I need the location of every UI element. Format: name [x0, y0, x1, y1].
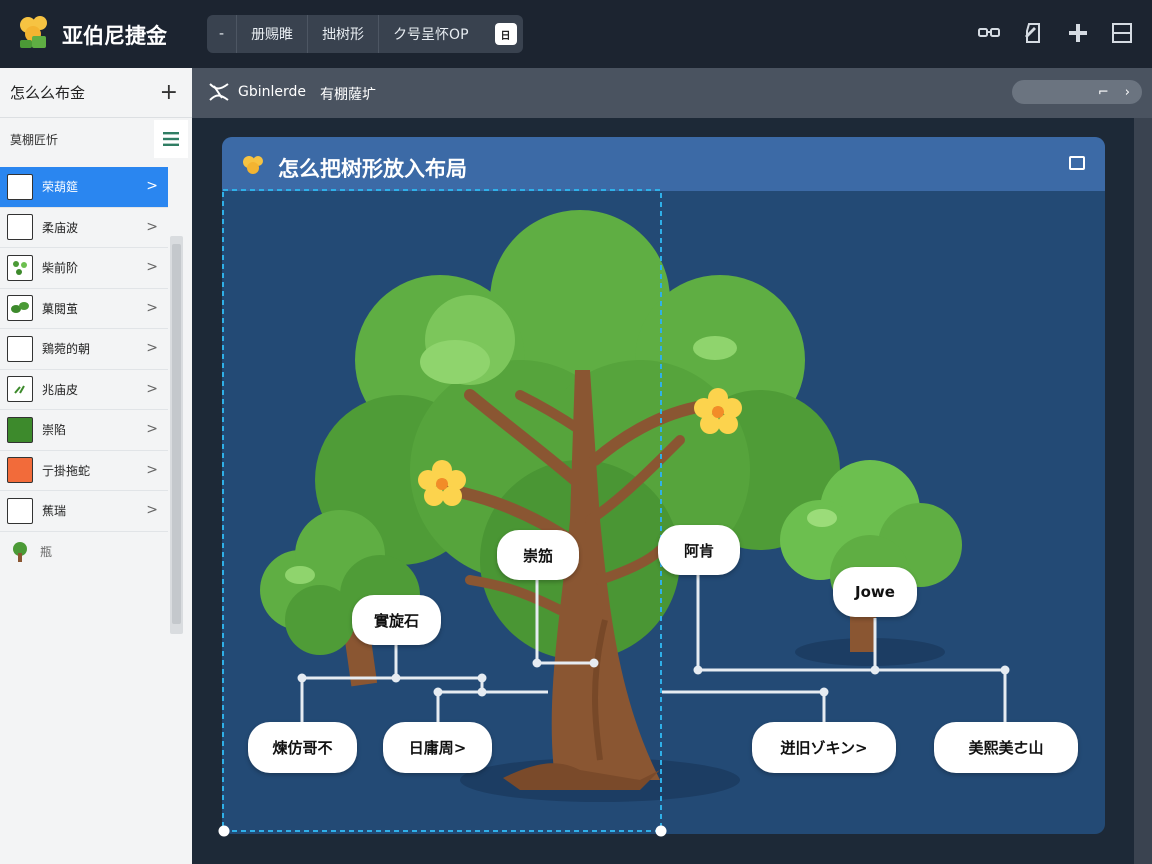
- sidebar-item-label: 兆庙皮: [42, 382, 79, 397]
- chevron-right-icon: >: [146, 502, 158, 518]
- sidebar-item-5[interactable]: 鶏菀的朝 >: [0, 329, 168, 370]
- tree-icon: [13, 541, 27, 562]
- maximize-icon[interactable]: [1069, 156, 1085, 170]
- navigation-pill[interactable]: ⌐ ›: [1012, 80, 1142, 104]
- sidebar-item-9[interactable]: 蕉瑞 >: [0, 491, 168, 532]
- chevron-right-icon: >: [146, 259, 158, 275]
- orange-square-icon: [7, 457, 33, 484]
- add-item-button[interactable]: +: [159, 80, 178, 105]
- selection-box[interactable]: [222, 189, 662, 832]
- calendar-icon[interactable]: 日: [494, 23, 517, 45]
- tree-node-1[interactable]: 崇笳: [497, 530, 579, 580]
- sidebar-item-label: 蕉瑞: [42, 504, 67, 519]
- tree-node-2[interactable]: 阿肯: [658, 525, 740, 575]
- flower-icon: [694, 388, 742, 434]
- canvas-scrollbar[interactable]: [1134, 118, 1152, 864]
- sidebar-list: 荣葫筵 > 柔庙波 > 柴前阶 > 菓閱茧 > 鶏菀的朝 >: [0, 167, 168, 572]
- app-logo-icon: [20, 16, 47, 48]
- tree-node-6[interactable]: 日庸周>: [383, 722, 492, 773]
- sidebar-item-2[interactable]: 柔庙波 >: [0, 208, 168, 248]
- layout-icon[interactable]: [1109, 20, 1135, 46]
- tree-node-7[interactable]: 迸旧ゾキン>: [752, 722, 896, 773]
- chevron-right-icon: >: [146, 340, 158, 356]
- tree-node-3[interactable]: Jowe: [833, 567, 917, 617]
- sidebar-item-label: 荣葫筵: [42, 180, 79, 195]
- toolbar-item-2[interactable]: 拙树形: [307, 15, 378, 53]
- sidebar-scrollbar-thumb[interactable]: [172, 244, 181, 624]
- chevron-right-icon: >: [146, 218, 158, 235]
- sidebar-subtitle: 莫棚匠忻: [10, 132, 59, 147]
- sidebar-item-6[interactable]: 兆庙皮 >: [0, 370, 168, 410]
- content-name: Gbinlerde: [238, 84, 307, 100]
- tree-node-5[interactable]: 煉仿哥不: [248, 722, 357, 773]
- add-icon[interactable]: [1065, 20, 1091, 46]
- sprout-icon: [7, 376, 33, 403]
- chevron-right-icon: >: [146, 299, 158, 316]
- main-tree-trunk: [444, 370, 716, 790]
- sidebar-item-label: 柔庙波: [42, 220, 79, 235]
- chevron-right-icon[interactable]: ›: [1124, 84, 1130, 100]
- menu-icon[interactable]: [154, 120, 188, 158]
- sidebar: 怎么么布金 + 莫棚匠忻 荣葫筵 > 柔庙波 > 柴前阶 >: [0, 68, 192, 864]
- chevron-right-icon: >: [146, 461, 158, 478]
- connector-joints: [297, 658, 1010, 697]
- tree-node-8[interactable]: 美熙美ㄜ山: [934, 722, 1078, 773]
- connector-lines: [300, 575, 1007, 722]
- sidebar-scrollbar[interactable]: [170, 236, 183, 634]
- top-bar: 亚伯尼捷金 - 册赐睢 拙树形 ク号呈怀OP 日: [0, 0, 1152, 68]
- flower-icon: [418, 460, 466, 506]
- chevron-right-icon: >: [146, 380, 158, 397]
- toolbar-item-1[interactable]: 册赐睢: [236, 15, 307, 53]
- tree-node-4[interactable]: 實旋石: [352, 595, 441, 645]
- sidebar-item-8[interactable]: 亍掛拖蛇 >: [0, 451, 168, 491]
- sidebar-item-label: 柴前阶: [42, 261, 79, 276]
- panel-title: 怎么把树形放入布局: [278, 157, 467, 181]
- sidebar-item-label: 鶏菀的朝: [42, 342, 91, 357]
- panel-header: 怎么把树形放入布局: [222, 137, 1105, 191]
- main-toolbar: - 册赐睢 拙树形 ク号呈怀OP 日: [207, 15, 523, 53]
- sidebar-item-label: 瓶: [40, 545, 53, 559]
- blank-square-icon: [7, 214, 33, 241]
- sidebar-title: 怎么么布金: [10, 84, 86, 102]
- leaf-pattern-icon: [7, 254, 33, 281]
- content-label: 有棚薩圹: [320, 87, 376, 103]
- sidebar-item-label: 崇陷: [42, 423, 67, 438]
- sidebar-item-4[interactable]: 菓閱茧 >: [0, 289, 168, 329]
- plant-icon: [7, 295, 33, 322]
- sidebar-item-1[interactable]: 荣葫筵 >: [0, 167, 168, 208]
- sidebar-subheader: 莫棚匠忻: [0, 118, 192, 160]
- content-header: Gbinlerde 有棚薩圹 ⌐ ›: [192, 68, 1152, 118]
- sidebar-item-7[interactable]: 崇陷 >: [0, 410, 168, 451]
- sidebar-item-label: 亍掛拖蛇: [42, 463, 91, 478]
- blank-square-icon: [7, 335, 33, 362]
- edit-document-icon[interactable]: [1020, 20, 1046, 46]
- blank-square-icon: [7, 173, 33, 200]
- sidebar-item-10[interactable]: 瓶: [0, 532, 168, 572]
- chevron-right-icon: >: [146, 178, 158, 194]
- sidebar-header: 怎么么布金 +: [0, 68, 192, 118]
- blank-square-icon: [7, 497, 33, 524]
- selection-handle[interactable]: [655, 825, 667, 837]
- corner-icon[interactable]: ⌐: [1097, 84, 1109, 100]
- sidebar-item-3[interactable]: 柴前阶 >: [0, 248, 168, 289]
- glasses-icon[interactable]: [976, 20, 1002, 46]
- toolbar-collapse-button[interactable]: -: [219, 26, 225, 42]
- flower-logo-icon: [243, 156, 263, 174]
- selection-handle[interactable]: [218, 825, 230, 837]
- app-title: 亚伯尼捷金: [62, 24, 167, 48]
- green-square-icon: [7, 416, 33, 443]
- chevron-right-icon: >: [146, 421, 158, 437]
- toolbar-item-3[interactable]: ク号呈怀OP: [378, 15, 482, 53]
- branch-icon: [209, 83, 229, 101]
- sidebar-item-label: 菓閱茧: [42, 301, 79, 316]
